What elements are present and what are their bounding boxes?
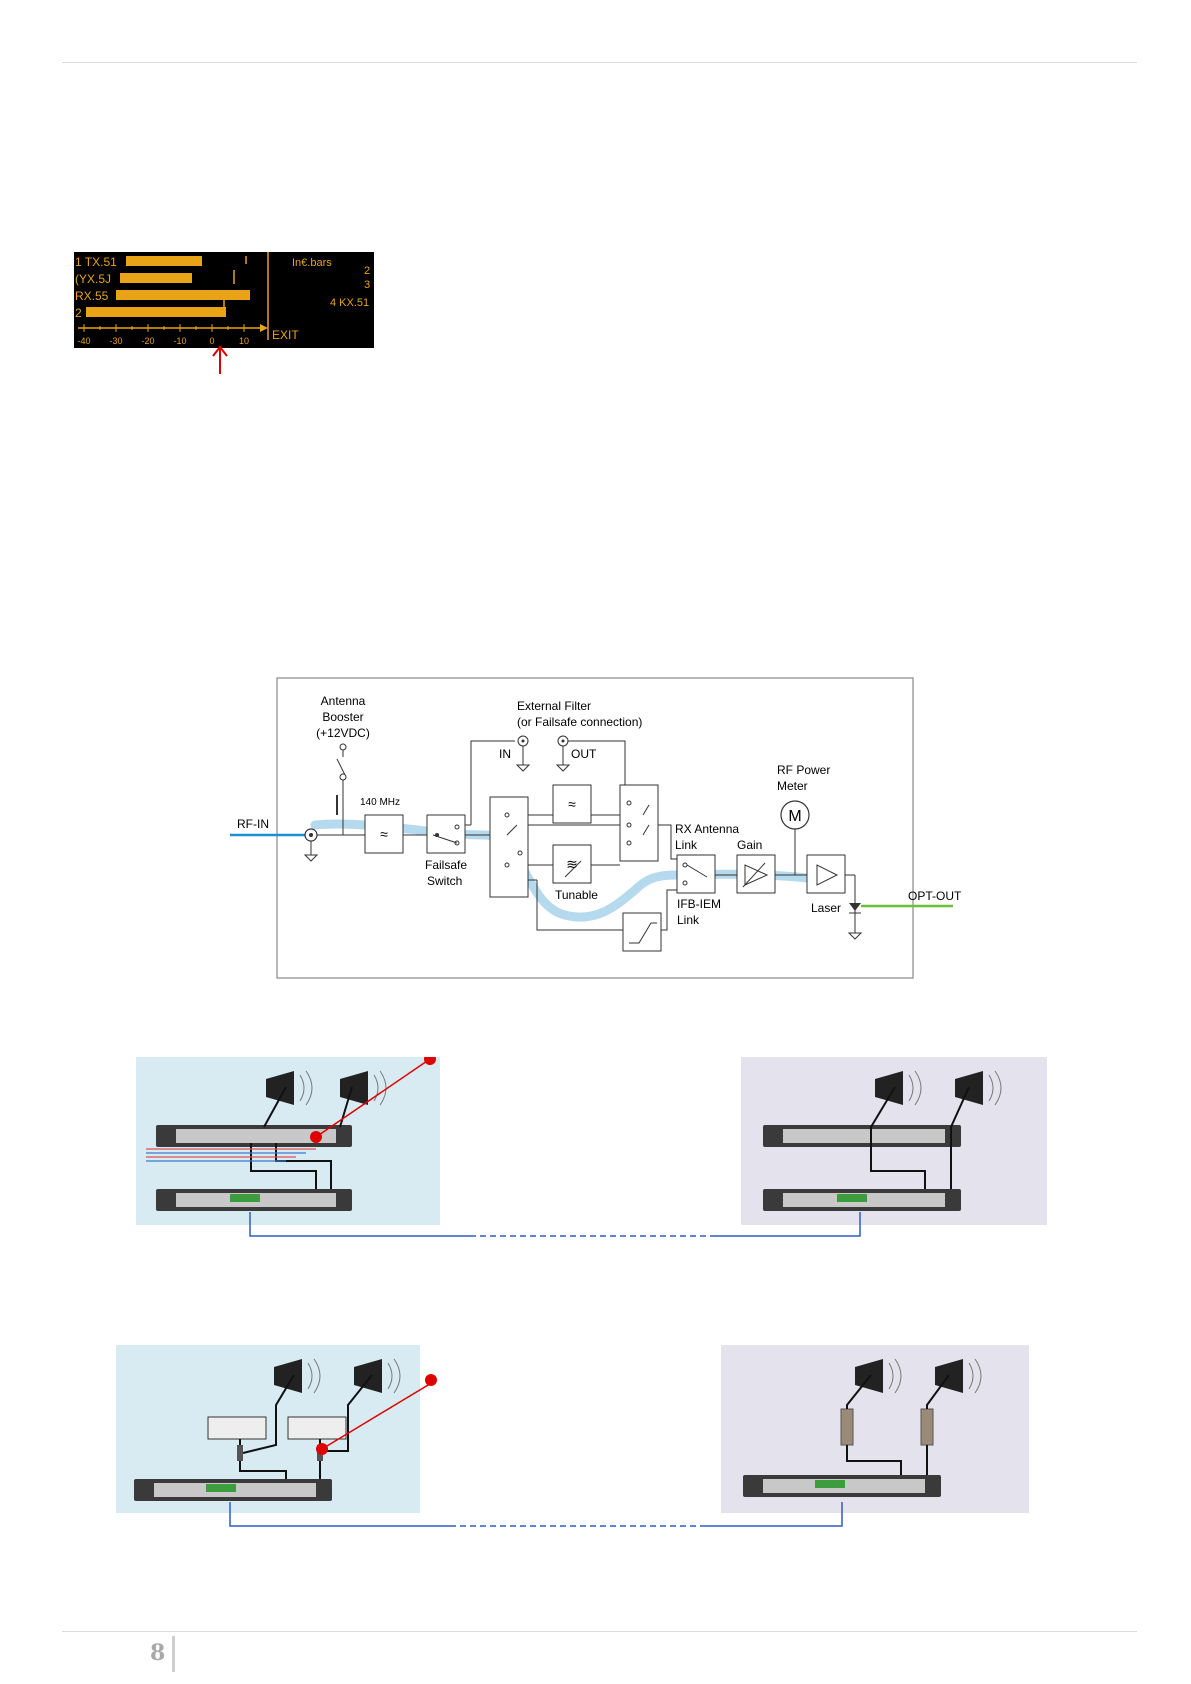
- setup-2-marker: [424, 1373, 438, 1387]
- antenna-booster-label-3: (+12VDC): [316, 726, 370, 740]
- setup-2-fiber-link: [220, 1500, 860, 1530]
- out-label: OUT: [571, 747, 597, 761]
- lcd-channel-3-label: RX.55: [75, 289, 109, 303]
- lcd-bar-1: [126, 256, 202, 266]
- lcd-right-label-4: 4 KX.51: [330, 297, 369, 309]
- setup-1-local-rack-image: [136, 1057, 456, 1227]
- lcd-tick-3: -20: [141, 336, 154, 346]
- ifb-iem-link-label-1: IFB-IEM: [677, 897, 721, 911]
- lcd-channel-2-label: (YX.5J: [75, 272, 111, 286]
- lcd-tick-6: 10: [239, 336, 249, 346]
- lcd-bar-4: [86, 307, 226, 317]
- setup-2-local-rack-image: [116, 1345, 436, 1515]
- tunable-label: Tunable: [555, 888, 598, 902]
- ifb-iem-link-label-2: Link: [677, 913, 700, 927]
- footer-rule: [62, 1631, 1137, 1632]
- rf-power-meter-label-2: Meter: [777, 779, 808, 793]
- block-diagram: RF-IN Antenna Booster (+12VDC) 140 MHz ≈…: [225, 675, 995, 995]
- rf-in-label: RF-IN: [237, 817, 269, 831]
- in-label: IN: [499, 747, 511, 761]
- laser-label: Laser: [811, 901, 841, 915]
- lcd-tick-2: -30: [109, 336, 122, 346]
- failsafe-label-2: Switch: [427, 874, 462, 888]
- filter-140-label: 140 MHz: [360, 797, 400, 808]
- page-number: 8: [150, 1640, 165, 1666]
- lcd-bar-3: [116, 290, 250, 300]
- lcd-screen-image: 1 TX.51 (YX.5J RX.55 2 In€.bars 2 3 4 KX…: [74, 252, 374, 377]
- antenna-booster-label-2: Booster: [322, 710, 363, 724]
- lcd-channel-4-label: 2: [75, 306, 82, 320]
- rx-antenna-link-label-1: RX Antenna: [675, 822, 739, 836]
- red-arrow-icon: [213, 347, 227, 374]
- external-filter-label-2: (or Failsafe connection): [517, 715, 642, 729]
- lcd-tick-5: 0: [209, 336, 214, 346]
- lcd-exit-label: EXIT: [272, 328, 299, 342]
- lcd-right-label-3: 3: [364, 279, 370, 291]
- meter-symbol: M: [788, 808, 801, 825]
- gain-label: Gain: [737, 838, 762, 852]
- lcd-right-label-2: 2: [364, 265, 370, 277]
- lcd-right-label-1: In€.bars: [292, 257, 332, 269]
- header-rule: [62, 62, 1137, 63]
- svg-text:≈: ≈: [568, 796, 576, 812]
- rx-antenna-link-label-2: Link: [675, 838, 698, 852]
- setup-1-fiber-link: [240, 1210, 880, 1240]
- opt-out-label: OPT-OUT: [908, 889, 962, 903]
- lcd-bar-2: [120, 273, 192, 283]
- lcd-tick-4: -10: [173, 336, 186, 346]
- lcd-channel-1-label: 1 TX.51: [75, 255, 117, 269]
- lcd-tick-1: -40: [77, 336, 90, 346]
- setup-2-remote-rack-image: [721, 1345, 1031, 1515]
- failsafe-label-1: Failsafe: [425, 858, 467, 872]
- antenna-booster-label-1: Antenna: [321, 694, 366, 708]
- external-filter-label-1: External Filter: [517, 699, 591, 713]
- setup-1-remote-rack-image: [741, 1057, 1048, 1227]
- svg-text:≈: ≈: [380, 826, 388, 842]
- page-number-divider: [172, 1636, 175, 1672]
- rf-power-meter-label-1: RF Power: [777, 763, 830, 777]
